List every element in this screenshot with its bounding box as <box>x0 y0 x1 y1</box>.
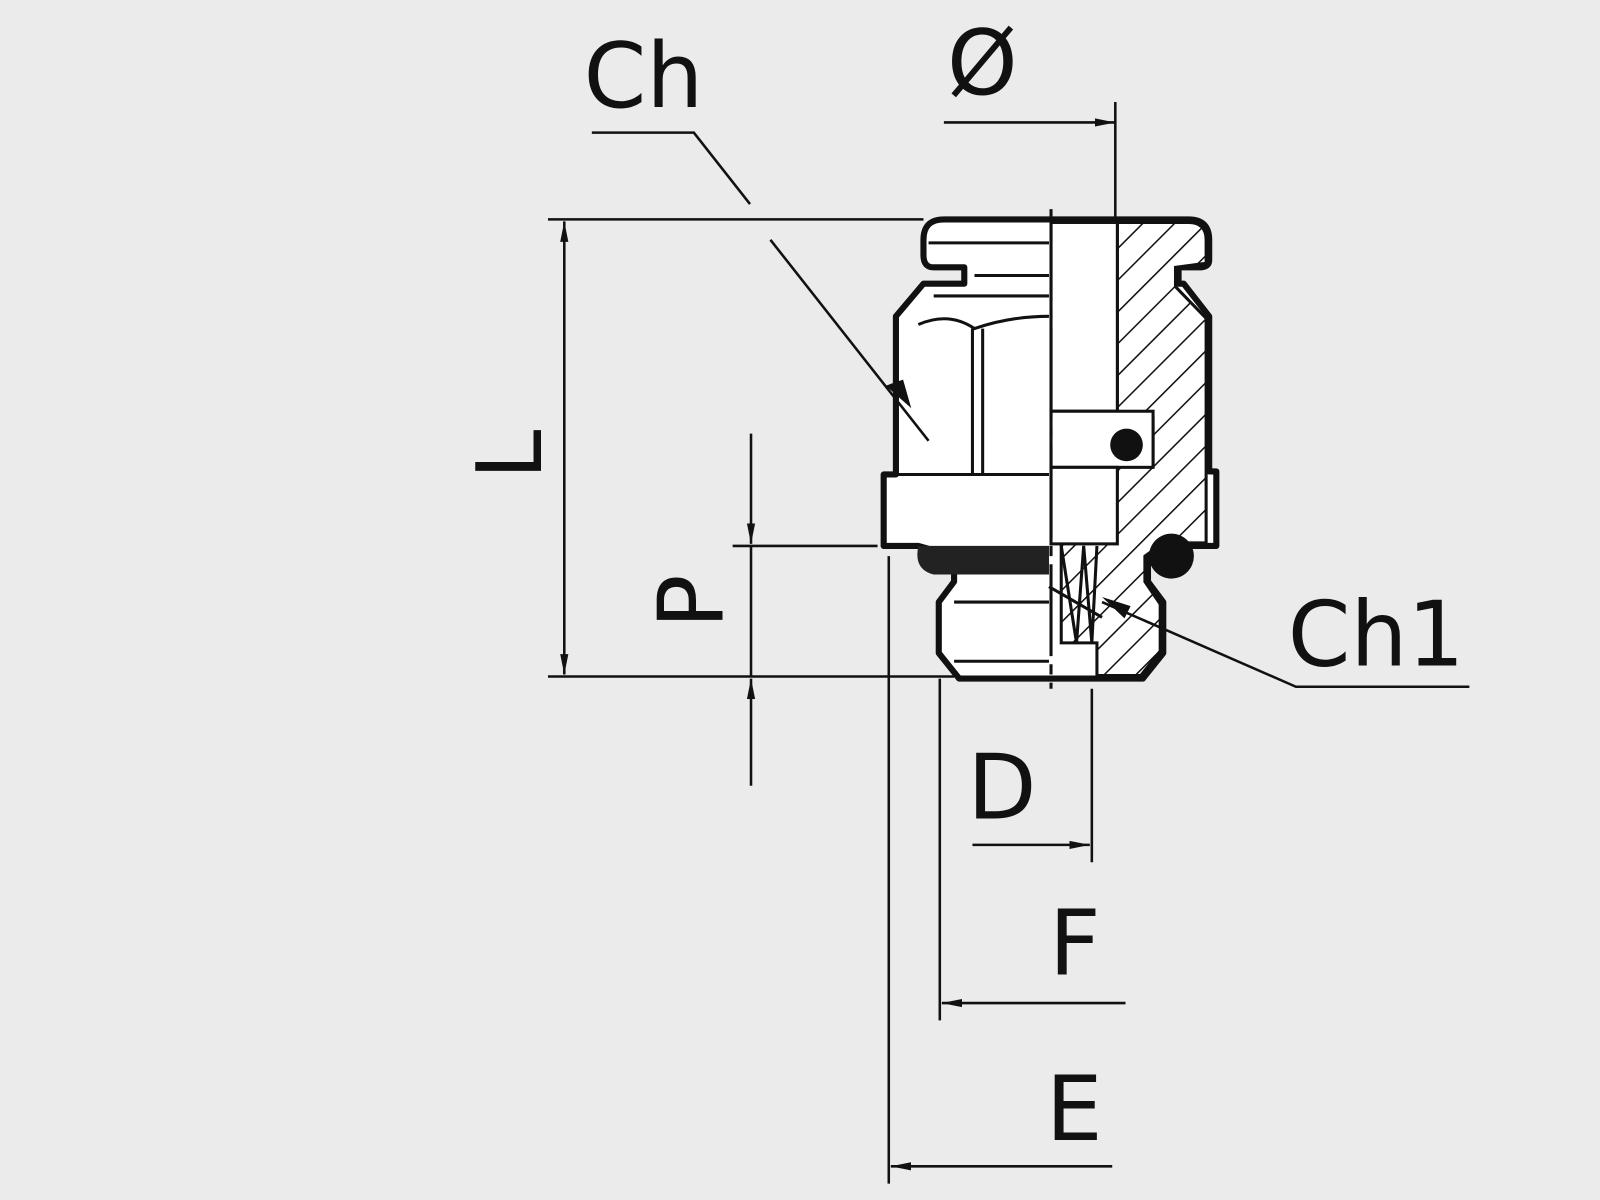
p-dimension: P <box>640 433 878 786</box>
f-label: F <box>1049 892 1101 996</box>
ch1-label: Ch1 <box>1288 583 1465 687</box>
diameter-dimension: Ø <box>943 12 1117 220</box>
ch1-dimension: Ch1 <box>1101 583 1470 689</box>
d-dimension: D <box>967 688 1094 863</box>
outer-oring <box>1148 533 1194 579</box>
sealing-washer <box>917 545 1049 575</box>
d-label: D <box>967 736 1036 840</box>
ch-label: Ch <box>584 25 704 129</box>
detail-lines <box>897 241 1103 663</box>
bore-lower <box>1049 465 1119 546</box>
l-label: L <box>459 430 563 480</box>
e-label: E <box>1046 1058 1103 1162</box>
ch-dimension: Ch <box>584 25 930 442</box>
p-label: P <box>640 574 744 628</box>
bore <box>1049 220 1119 413</box>
f-dimension: F <box>938 678 1126 1021</box>
inner-oring <box>1110 428 1143 462</box>
l-dimension: L <box>459 218 955 678</box>
e-dimension: E <box>887 556 1113 1184</box>
diameter-label: Ø <box>947 12 1018 116</box>
fitting-body <box>880 209 1220 689</box>
